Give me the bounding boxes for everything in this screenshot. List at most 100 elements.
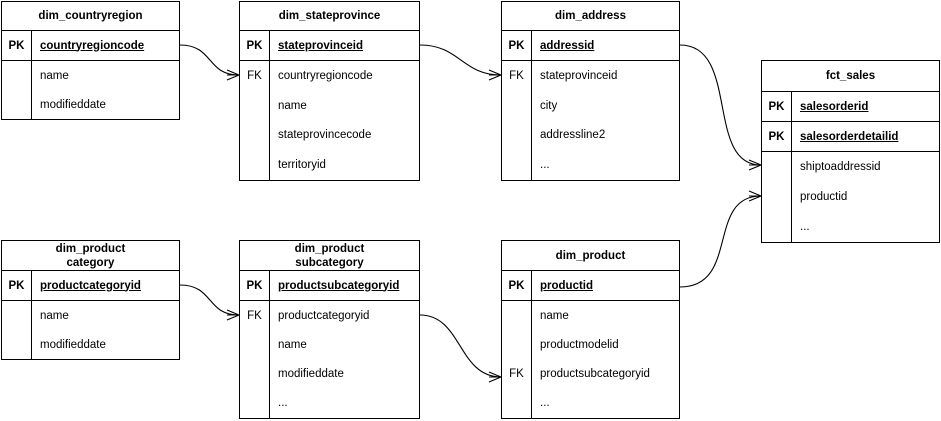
attribute-key-column: FK — [240, 61, 270, 180]
attribute-row[interactable]: city — [540, 99, 558, 112]
attribute-key-blank — [2, 330, 31, 359]
attribute-field-column: name modifieddate — [32, 61, 179, 119]
attribute-row[interactable]: productcategoryid — [278, 309, 370, 322]
attribute-row[interactable]: modifieddate — [278, 368, 344, 381]
pk-badge: PK — [8, 279, 25, 292]
relationship-line — [419, 314, 502, 378]
relationship-address-to-sales[interactable] — [677, 40, 762, 171]
attribute-field-column: productcategoryid name modifieddate... — [270, 301, 419, 418]
attribute-key-blank — [240, 330, 269, 359]
attribute-key-column: FK — [502, 301, 532, 418]
entity-title: dim_countryregion — [2, 2, 179, 31]
attribute-key-blank — [502, 121, 531, 151]
attribute-key-column: FK — [240, 301, 270, 418]
attribute-row[interactable]: productid — [800, 191, 848, 203]
attribute-body: FK stateprovinceid city addressline2... — [502, 61, 679, 180]
attribute-row[interactable]: territoryid — [278, 159, 326, 172]
cardinality-many-marker — [488, 69, 502, 81]
attribute-row[interactable]: ... — [540, 159, 550, 172]
attribute-key-blank — [240, 389, 269, 418]
entity-title: fct_sales — [762, 61, 939, 92]
attribute-row[interactable]: shiptoaddressid — [800, 161, 881, 173]
attribute-key-blank — [502, 91, 531, 121]
attribute-row[interactable]: name — [540, 309, 569, 322]
pk-badge: PK — [768, 130, 785, 143]
key-type-cell: PK — [502, 31, 532, 60]
pk-badge: PK — [8, 39, 25, 52]
attribute-key-blank — [240, 91, 269, 121]
attribute-body: name modifieddate — [2, 61, 179, 119]
attribute-key-blank — [762, 152, 791, 182]
attribute-row[interactable]: modifieddate — [40, 338, 106, 351]
pk-badge: PK — [246, 279, 263, 292]
relationship-countryregion-to-stateprovince[interactable] — [177, 40, 240, 81]
relationship-stateprovince-to-address[interactable] — [417, 40, 502, 81]
attribute-key-blank — [762, 182, 791, 212]
attribute-key-column — [2, 301, 32, 359]
pk-badge: PK — [508, 279, 525, 292]
relationship-product-to-sales[interactable] — [677, 190, 762, 292]
entity-title: dim_product — [502, 241, 679, 271]
attribute-row[interactable]: name — [278, 99, 307, 112]
attribute-key-blank — [2, 90, 31, 119]
attribute-key-blank — [762, 212, 791, 242]
attribute-row[interactable]: productsubcategoryid — [540, 368, 650, 381]
relationship-line — [419, 44, 502, 76]
entity-title: dim_product category — [2, 241, 179, 271]
cardinality-many-marker — [226, 69, 240, 81]
attribute-row[interactable]: stateprovinceid — [540, 69, 618, 82]
attribute-row[interactable]: countryregioncode — [278, 69, 373, 82]
attribute-key-blank — [2, 301, 31, 330]
relationship-line — [179, 44, 240, 76]
attribute-key-blank — [240, 121, 269, 151]
key-type-cell: PK — [762, 122, 792, 151]
attribute-field-column: stateprovinceid city addressline2... — [532, 61, 679, 180]
attribute-row[interactable]: ... — [540, 397, 550, 410]
cardinality-many-marker — [226, 309, 240, 321]
relationship-productsubcategory-to-product[interactable] — [417, 310, 502, 383]
pk-field-name: addressid — [540, 39, 595, 52]
primary-key-row[interactable]: PK salesorderid — [762, 92, 939, 122]
attribute-row[interactable]: addressline2 — [540, 129, 606, 142]
cardinality-many-marker — [748, 190, 762, 202]
pk-field-name: salesorderid — [800, 100, 869, 113]
relationship-line — [679, 44, 762, 166]
attribute-row[interactable]: modifieddate — [40, 98, 106, 111]
primary-key-row[interactable]: PK addressid — [502, 31, 679, 61]
attribute-row[interactable]: ... — [278, 397, 288, 410]
pk-badge: PK — [246, 39, 263, 52]
entity-title: dim_address — [502, 2, 679, 31]
attribute-row[interactable]: name — [40, 69, 69, 82]
key-type-cell: PK — [762, 92, 792, 121]
relationship-productcategory-to-subcategory[interactable] — [177, 280, 240, 321]
key-type-cell: PK — [502, 271, 532, 300]
attribute-row[interactable]: ... — [800, 221, 810, 233]
attribute-body: FK productcategoryid name modifieddate... — [240, 301, 419, 418]
key-type-cell: PK — [2, 31, 32, 60]
attribute-key-column — [762, 152, 792, 242]
attribute-field-column: name productmodelid productsubcategoryid..… — [532, 301, 679, 418]
attribute-row[interactable]: name — [40, 309, 69, 322]
cardinality-many-marker — [488, 371, 502, 383]
fk-badge: FK — [509, 69, 524, 82]
attribute-row[interactable]: stateprovincecode — [278, 129, 372, 142]
attribute-body: name modifieddate — [2, 301, 179, 359]
attribute-field-column: name modifieddate — [32, 301, 179, 359]
attribute-row[interactable]: name — [278, 338, 307, 351]
attribute-row[interactable]: productmodelid — [540, 338, 619, 351]
attribute-key-column — [2, 61, 32, 119]
